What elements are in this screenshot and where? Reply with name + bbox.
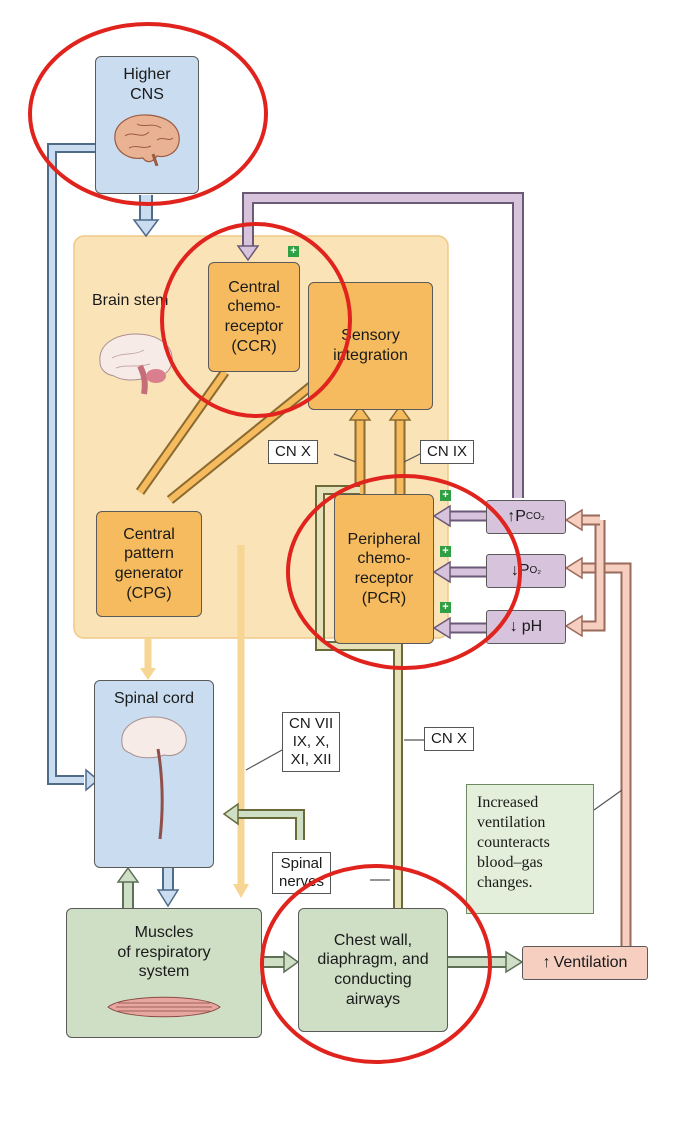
ventilation-note: Increased ventilation counteracts blood–… [466,784,594,914]
chest-line-2: diaphragm, and [317,951,429,969]
cpg-line-3: generator [114,565,184,582]
ccr-plus-badge: + [288,246,299,257]
pcr-line-4: (PCR) [361,589,407,607]
po2-symbol: P [518,562,530,580]
pcr-plus-badge-ph: + [440,602,451,613]
ph-box: ↓pH [486,610,566,644]
ccr-line-3: receptor [224,318,284,335]
arrow-head [140,668,156,680]
pcr-line-1: Peripheral [347,530,421,548]
efferent-orange-arrows [144,545,245,888]
sensory-line-2: integration [333,347,408,364]
spinal-cord-icon [121,716,187,839]
pcr-box: Peripheral chemo- receptor (PCR) [334,494,434,644]
pcr-plus-badge-pco2: + [440,490,451,501]
cpg-box: Central pattern generator (CPG) [96,511,202,617]
ccr-box: Central chemo- receptor (CCR) [208,262,300,372]
muscle-icon [107,996,221,1017]
muscles-line-3: system [138,963,190,981]
pcr-line-2: chemo- [357,550,411,568]
po2-arrow: ↓ [510,562,519,580]
cn-ix-label: CN IX [420,440,475,464]
cn-x-mid-label: CN X [424,727,474,751]
ventilation-up-arrow: ↑ [542,954,551,972]
pco2-subscript: CO₂ [525,510,545,522]
muscles-line-1: Muscles [134,924,194,941]
muscles-box: Muscles of respiratory system [66,908,262,1038]
brain-sagittal-icon [99,333,173,395]
chest-line-3: conducting [334,971,412,988]
chest-line-4: airways [345,990,401,1008]
ventilation-feedback-arrows [564,508,632,946]
sensory-integration-box: Sensory integration [308,282,433,410]
higher-cns-label: Higher CNS [123,66,171,103]
pco2-symbol: P [515,508,526,526]
cn-vii-label: CN VII IX, X, XI, XII [282,712,341,772]
cpg-line-2: pattern [124,545,174,563]
ventilation-box: ↑Ventilation [522,946,648,980]
ccr-line-2: chemo- [227,298,281,316]
spinal-nerves-label: Spinal nerves [272,852,332,894]
ph-arrow: ↓ [509,618,518,636]
higher-cns-box: Higher CNS [95,56,199,194]
chest-wall-box: Chest wall, diaphragm, and conducting ai… [298,908,448,1032]
spinal-cord-label: Spinal cord [113,690,195,707]
spinal-cord-box: Spinal cord [94,680,214,868]
pcr-plus-badge-po2: + [440,546,451,557]
arrow-head [233,884,249,898]
ccr-line-1: Central [228,278,280,296]
pcr-line-3: receptor [354,570,414,587]
sensory-line-1: Sensory [341,327,400,345]
muscles-line-2: of respiratory [117,943,211,961]
brain-icon [114,114,180,167]
brain-stem-label: Brain stem [92,292,169,309]
ccr-line-4: (CCR) [231,337,277,355]
chest-line-1: Chest wall, [333,931,413,949]
cn-x-top-label: CN X [268,440,318,464]
pco2-arrow: ↑ [507,508,516,526]
cpg-line-4: (CPG) [126,584,172,602]
cpg-line-1: Central [123,525,175,543]
ventilation-label: Ventilation [553,954,628,972]
ph-symbol: pH [521,618,543,636]
po2-subscript: O₂ [529,564,542,576]
